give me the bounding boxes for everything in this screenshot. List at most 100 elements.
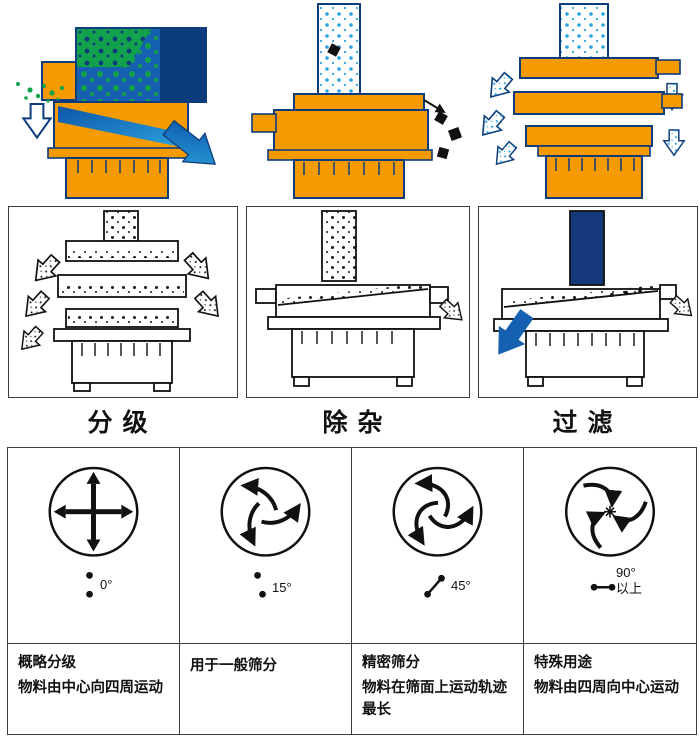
outlet-pipe-2 xyxy=(661,93,683,109)
leg-left xyxy=(73,382,91,392)
motion-circle xyxy=(220,466,311,557)
leg-left xyxy=(293,376,310,387)
flange xyxy=(267,149,433,161)
base-vents xyxy=(555,158,635,171)
feed-column xyxy=(322,211,356,281)
machine-base xyxy=(291,328,415,378)
base-vents xyxy=(535,333,635,346)
base-vents xyxy=(77,160,161,173)
flange xyxy=(47,147,193,159)
label-impurity-removal: 除杂 xyxy=(322,409,393,437)
angle-label: 45° xyxy=(451,578,471,593)
deck-2 xyxy=(513,91,665,115)
outlet-pipe-1 xyxy=(655,59,681,75)
leg-left xyxy=(527,376,544,387)
side-pipe xyxy=(255,288,277,304)
lineart-machine-filtration xyxy=(493,210,699,387)
base-vents xyxy=(81,343,161,356)
label-classification: 分级 xyxy=(87,409,158,437)
motion-desc-cell: 精密筛分 物料在筛面上运动轨迹最长 xyxy=(352,644,523,734)
center-burst xyxy=(604,505,616,518)
inward-arrows xyxy=(583,482,648,549)
feed-column-dark xyxy=(569,210,605,286)
motion-desc: 用于一般筛分 xyxy=(190,658,277,674)
machine-base xyxy=(545,155,643,199)
color-machine-classification xyxy=(16,27,217,199)
blue-filtrate-arrow xyxy=(498,309,534,355)
motion-title: 精密筛分 xyxy=(362,655,420,671)
motion-desc-cell: 用于一般筛分 xyxy=(180,644,351,734)
flange xyxy=(537,145,651,157)
leg-right xyxy=(396,376,413,387)
swirl-arrows-strong xyxy=(407,474,474,546)
tilt-indicator-45deg xyxy=(424,574,445,598)
motion-diagram-0deg xyxy=(48,466,139,598)
deck-1 xyxy=(519,57,659,79)
angle-label: 0° xyxy=(100,577,113,592)
deck-line xyxy=(277,288,429,306)
ejection-arrow xyxy=(423,99,446,114)
motion-circle xyxy=(564,466,656,557)
dotted-down-arrow-2 xyxy=(663,129,685,156)
dotted-left-arrow-1 xyxy=(481,68,518,105)
machine-base xyxy=(525,330,645,378)
motion-title: 特殊用途 xyxy=(534,655,592,671)
motion-pattern-0deg: 0° xyxy=(8,448,179,644)
motion-diagram-15deg xyxy=(220,466,311,598)
lineart-machine-impurity-removal xyxy=(255,210,470,387)
motion-table: 0° 概略分级 物料由中心向四周运动 xyxy=(7,447,697,735)
motion-diagram-45deg xyxy=(392,466,483,598)
feed-column xyxy=(104,211,138,241)
motion-desc: 物料在筛面上运动轨迹最长 xyxy=(362,679,507,718)
flange xyxy=(53,328,191,342)
motion-pattern-45deg: 45° xyxy=(352,448,523,644)
lineart-machine-classification xyxy=(13,210,228,392)
machine-base xyxy=(71,340,173,384)
dotted-left-arrow-2 xyxy=(473,106,510,143)
flange xyxy=(267,316,441,330)
deck-line xyxy=(503,290,659,308)
angle-label: 15° xyxy=(272,580,292,595)
label-filtration: 过滤 xyxy=(552,409,623,437)
impurity-chip xyxy=(327,43,341,57)
motion-desc-cell: 特殊用途 物料由四周向中心运动 xyxy=(524,644,696,734)
material-on-deck xyxy=(278,283,428,305)
outlet-pipe xyxy=(659,284,677,300)
motion-diagram-90deg xyxy=(564,466,656,591)
color-machine-filtration xyxy=(473,3,685,199)
tilt-indicator-0deg xyxy=(86,571,93,598)
motion-column-90deg: 90° 以上 特殊用途 物料由四周向中心运动 xyxy=(524,448,696,734)
motion-desc-cell: 概略分级 物料由中心向四周运动 xyxy=(8,644,179,734)
motion-column-45deg: 45° 精密筛分 物料在筛面上运动轨迹最长 xyxy=(352,448,524,734)
ejected-impurities xyxy=(434,111,463,160)
motion-column-15deg: 15° 用于一般筛分 xyxy=(180,448,352,734)
cross-arrows xyxy=(53,471,134,552)
blue-flow-band xyxy=(58,106,186,148)
angle-label: 90° 以上 xyxy=(616,565,643,597)
green-particle-spray xyxy=(16,82,64,103)
swirl-arrows-gentle xyxy=(239,477,301,547)
motion-title: 概略分级 xyxy=(18,655,76,671)
tilt-indicator-90deg xyxy=(590,583,616,591)
blue-exit-arrow xyxy=(162,119,217,165)
color-machine-impurity-removal xyxy=(251,3,463,199)
color-machine-illustration xyxy=(16,3,685,199)
leg-right xyxy=(626,376,643,387)
motion-circle xyxy=(392,466,483,557)
motion-desc: 物料由中心向四周运动 xyxy=(18,679,163,696)
motion-column-0deg: 0° 概略分级 物料由中心向四周运动 xyxy=(8,448,180,734)
outlet-pipe xyxy=(429,286,449,304)
leg-right xyxy=(153,382,171,392)
dotted-left-arrow-3 xyxy=(487,137,522,172)
motion-pattern-90deg: 90° 以上 xyxy=(524,448,696,644)
process-labels: 分级 除杂 过滤 xyxy=(0,403,700,445)
down-arrow-outline xyxy=(22,102,52,139)
base-vents xyxy=(301,331,393,344)
machine-base xyxy=(65,157,169,199)
lineart-machine-illustration xyxy=(8,206,699,398)
sieve-body xyxy=(273,109,429,153)
deck-3 xyxy=(525,125,653,147)
motion-circle xyxy=(48,466,139,557)
motion-desc: 物料由四周向中心运动 xyxy=(534,679,679,696)
